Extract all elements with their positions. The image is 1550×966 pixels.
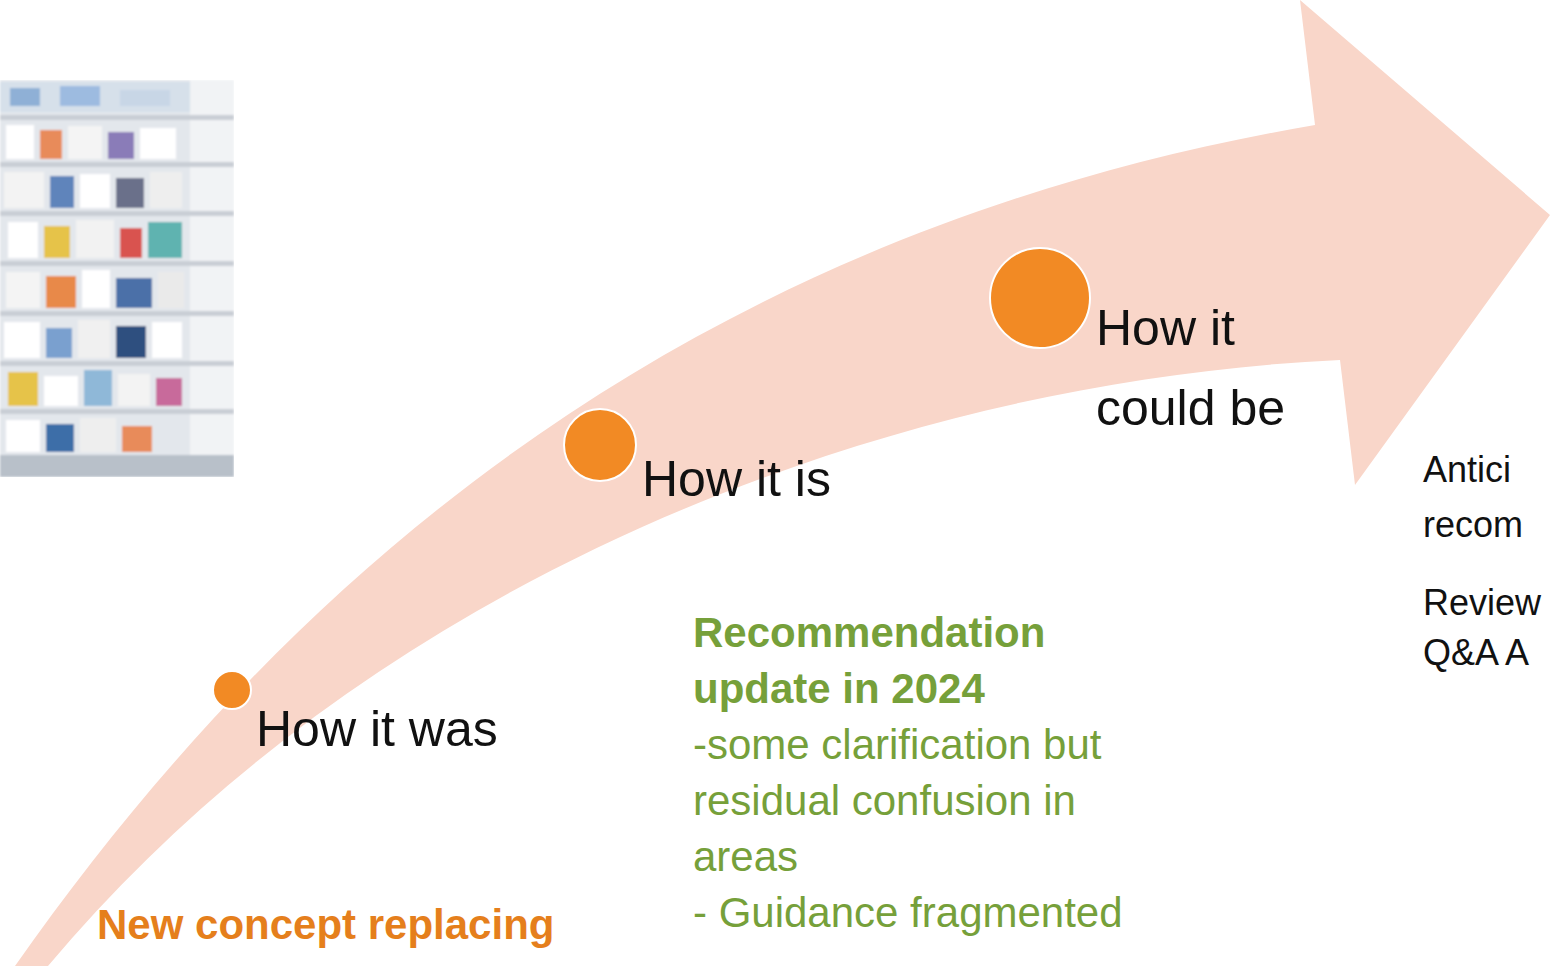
side-note: Antici recom xyxy=(1423,442,1547,552)
milestone-title: How it could be xyxy=(1096,288,1346,448)
milestone-dot xyxy=(212,670,252,710)
milestone-node: How it was xyxy=(212,670,500,759)
milestone-dot xyxy=(990,248,1090,348)
milestone-dot xyxy=(213,671,251,709)
milestone-dot xyxy=(989,247,1091,349)
milestone-dot xyxy=(564,409,636,481)
pharmacy-shelf-photo xyxy=(0,80,234,477)
section-heading: Recommendation update in 2024 xyxy=(693,605,1173,717)
bullet-note: - Guidance fragmented xyxy=(693,885,1193,941)
milestone-node: How it could be xyxy=(989,247,1348,448)
milestone-dot xyxy=(563,408,637,482)
bullet-note: -some clarification but residual confusi… xyxy=(693,717,1173,885)
section-heading: Recommendation update in 2024 xyxy=(693,605,1173,717)
section-heading: New concept replacing xyxy=(97,900,554,950)
side-note: Review Q&A A xyxy=(1423,578,1547,678)
side-note: Antici recom xyxy=(1423,442,1547,552)
milestone-title: How it is xyxy=(642,449,831,509)
bullet-note: - Guidance fragmented xyxy=(693,885,1193,941)
bullet-note: -some clarification but residual confusi… xyxy=(693,717,1173,885)
progress-arrow xyxy=(15,0,1550,966)
side-note: Review Q&A A xyxy=(1423,578,1547,678)
milestone-title: How it was xyxy=(256,699,498,759)
section-heading: New concept replacing xyxy=(97,900,554,950)
milestone-node: How it is xyxy=(563,408,833,509)
